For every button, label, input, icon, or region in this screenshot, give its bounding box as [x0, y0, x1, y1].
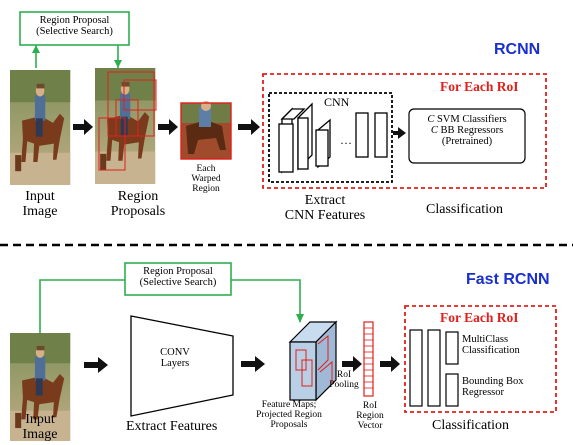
- rcnn-classifier-c2: C: [430, 125, 438, 137]
- rcnn-proposals-label-line1: Region: [117, 189, 159, 204]
- rcnn-input-image: [10, 70, 71, 185]
- fast-region-proposal-text: Region Proposal (Selective Search): [125, 266, 231, 288]
- rcnn-classifier-bb: BB Regressors: [437, 125, 504, 137]
- fast-extract-features-label: Extract Features: [126, 419, 218, 434]
- rcnn-input-label-line1: Input: [25, 189, 55, 204]
- rcnn-warped-region-image: [180, 101, 232, 160]
- rcnn-cnn-frame: [268, 92, 393, 183]
- rcnn-cnn-ellipsis: …: [340, 133, 352, 147]
- fast-proposal-arrowhead: [296, 314, 304, 323]
- fast-conv-label: CONV Layers: [150, 347, 200, 369]
- rcnn-classifier-pretrained: (Pretrained): [441, 136, 493, 148]
- rcnn-classifier-text: C SVM Classifiers C BB Regressors (Pretr…: [409, 114, 525, 147]
- rcnn-extract-label: Extract CNN Features: [270, 193, 380, 223]
- rcnn-warped-line2: Warped: [191, 173, 221, 184]
- rcnn-classifier-line2: C BB Regressors: [409, 125, 525, 136]
- rcnn-input-image-label: Input Image: [18, 189, 62, 219]
- fast-bbox-label: Bounding Box Regressor: [462, 376, 524, 398]
- rcnn-arrow-1: [73, 119, 93, 135]
- fast-input-label-line2: Image: [22, 426, 58, 442]
- fast-feature-map: [288, 320, 338, 402]
- fast-arrow-2: [241, 356, 265, 372]
- fast-for-each-roi: For Each RoI: [440, 310, 519, 325]
- fast-feature-maps-line3: Proposals: [270, 419, 308, 430]
- fast-roi-pooling-line2: Pooling: [329, 379, 359, 390]
- fast-conv-layers: [130, 315, 234, 417]
- fast-roi-vector-line1: RoI: [362, 401, 378, 411]
- rcnn-extract-line1: Extract: [304, 193, 346, 208]
- fast-conv-line1: CONV: [160, 347, 190, 358]
- rcnn-arrow-2: [158, 119, 178, 135]
- rcnn-classifier-line1: C SVM Classifiers: [409, 114, 525, 125]
- fast-roi-vector-line2: Region: [356, 410, 384, 421]
- fast-multiclass-line1: MultiClass: [462, 334, 509, 345]
- rcnn-warped-line1: Each: [196, 164, 216, 174]
- fast-proposal-line-out: [231, 279, 301, 322]
- fast-arrow-4: [380, 356, 400, 372]
- fast-region-proposal-line2: (Selective Search): [139, 277, 217, 289]
- fast-bbox-line2: Regressor: [462, 387, 504, 399]
- rcnn-warped-region-label: Each Warped Region: [186, 164, 226, 195]
- fast-feature-maps-label: Feature Maps; Projected Region Proposals: [244, 400, 334, 431]
- rcnn-classification-label: Classification: [426, 202, 503, 217]
- rcnn-proposals-label-line2: Proposals: [110, 203, 166, 219]
- fast-arrow-3: [342, 356, 362, 372]
- fast-fc-layers: [409, 329, 459, 407]
- fast-roi-vector-line3: Vector: [357, 420, 383, 431]
- fast-input-image-label: Input Image: [18, 412, 62, 442]
- rcnn-region-proposal-text: Region Proposal (Selective Search): [20, 15, 129, 37]
- rcnn-roi-frame: [262, 73, 547, 189]
- rcnn-classifier-svm: SVM Classifiers: [434, 114, 507, 125]
- fast-feature-maps-line2: Projected Region: [256, 409, 322, 420]
- fast-roi-vector: [363, 321, 374, 397]
- rcnn-warped-line3: Region: [192, 183, 220, 194]
- fast-feature-maps-line1: Feature Maps;: [261, 400, 317, 410]
- rcnn-cnn-layers: [278, 102, 388, 174]
- fast-input-label-line1: Input: [25, 412, 55, 427]
- rcnn-region-proposal-line2: (Selective Search): [36, 26, 113, 38]
- rcnn-arrow-3: [238, 119, 260, 135]
- rcnn-region-proposals-label: Region Proposals: [106, 189, 170, 219]
- rcnn-arrow-4: [393, 127, 406, 139]
- fast-proposal-line-in: [39, 279, 125, 343]
- fast-multiclass-label: MultiClass Classification: [462, 334, 520, 356]
- fast-roi-frame: [404, 305, 557, 413]
- rcnn-input-label-line2: Image: [22, 203, 58, 219]
- rcnn-classifier-box: [408, 108, 526, 164]
- rcnn-extract-line2: CNN Features: [284, 207, 366, 223]
- rcnn-proposal-arrowhead-up: [32, 45, 40, 53]
- rcnn-region-proposal-line1: Region Proposal: [39, 15, 110, 26]
- fast-region-proposal-line1: Region Proposal: [143, 266, 213, 277]
- fast-roi-pooling-line1: RoI: [336, 370, 352, 380]
- rcnn-region-proposals-image: [95, 68, 157, 184]
- rcnn-classifier-c1: C: [427, 114, 435, 125]
- fast-roi-pooling-label: RoI Pooling: [324, 370, 364, 391]
- rcnn-cnn-label: CNN: [324, 95, 350, 109]
- rcnn-proposal-arrowhead-down: [114, 60, 122, 68]
- rcnn-region-proposal-box: [19, 11, 130, 46]
- fast-region-proposal-box: [124, 262, 232, 296]
- rcnn-title: RCNN: [494, 41, 541, 58]
- fast-classification-label: Classification: [432, 418, 509, 433]
- fast-multiclass-line2: Classification: [462, 345, 520, 357]
- fast-bbox-line1: Bounding Box: [462, 376, 524, 387]
- fast-rcnn-title: Fast RCNN: [466, 271, 550, 288]
- fast-arrow-1: [84, 357, 108, 373]
- rcnn-for-each-roi: For Each RoI: [440, 79, 519, 94]
- fast-roi-vector-label: RoI Region Vector: [352, 401, 388, 432]
- fast-conv-line2: Layers: [160, 358, 190, 370]
